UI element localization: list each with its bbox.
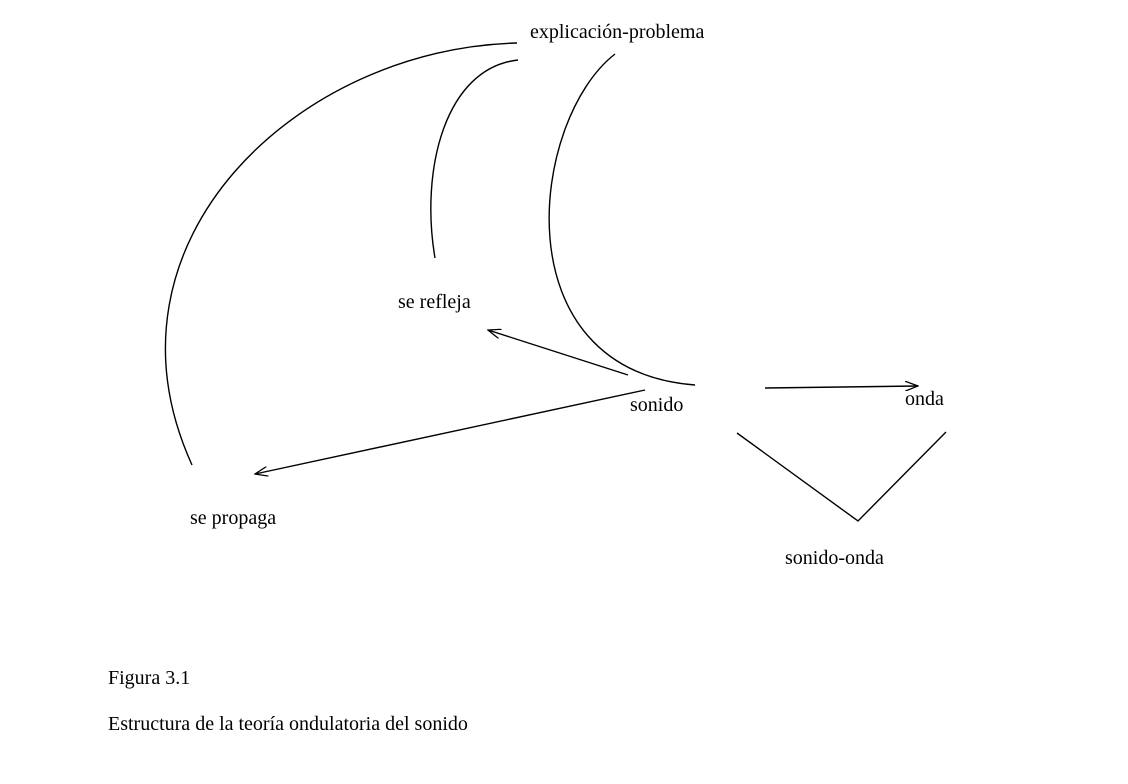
arc-explicacion-to-se-refleja — [430, 59, 519, 259]
arc-explicacion-to-se-propaga — [164, 42, 518, 466]
arrow-sonido-to-onda — [764, 386, 918, 388]
figure-number: Figura 3.1 — [108, 667, 191, 689]
node-sonido: sonido — [630, 394, 684, 416]
arrow-sonido-to-se-refleja — [488, 330, 629, 376]
node-se-propaga: se propaga — [190, 507, 277, 529]
arc-explicacion-to-sonido — [548, 53, 696, 386]
node-explicacion-problema: explicación-problema — [530, 21, 705, 43]
node-sonido-onda: sonido-onda — [785, 547, 884, 569]
node-onda: onda — [905, 388, 944, 410]
join-lines-sonido-onda — [736, 431, 947, 522]
arrow-sonido-to-se-propaga — [255, 389, 646, 474]
figure-caption: Estructura de la teoría ondulatoria del … — [108, 713, 468, 735]
node-se-refleja: se refleja — [398, 291, 471, 313]
